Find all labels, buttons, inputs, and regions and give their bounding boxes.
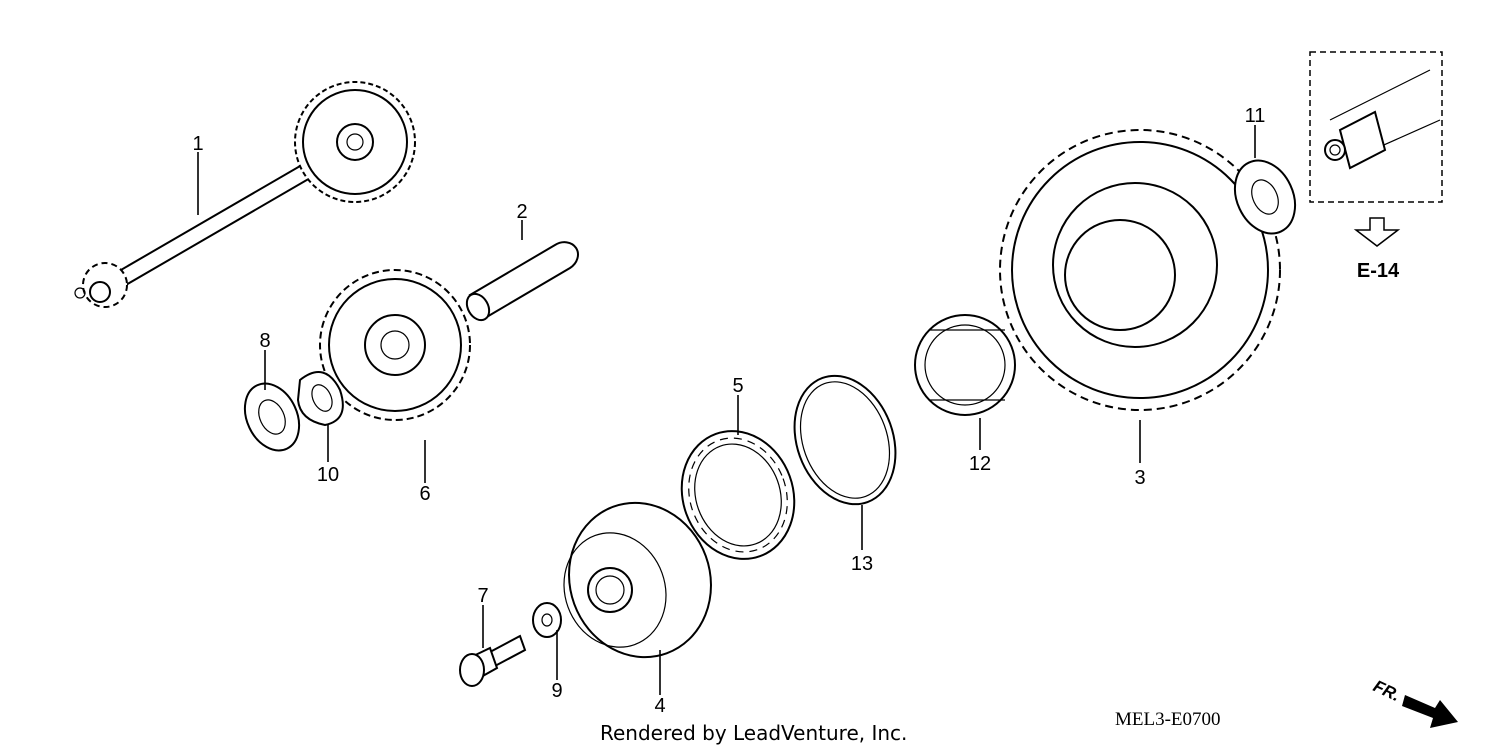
- part-6-gear[interactable]: [319, 269, 471, 421]
- callout-3: 3: [1134, 467, 1145, 489]
- callout-13: 13: [851, 553, 873, 575]
- callout-7: 7: [477, 585, 488, 607]
- direction-label: FR.: [1370, 676, 1403, 705]
- part-7-bolt[interactable]: [459, 634, 527, 687]
- part-5-one-way-clutch[interactable]: [664, 415, 812, 575]
- callout-8: 8: [259, 330, 270, 352]
- arrow-right-down-icon: [1402, 695, 1458, 728]
- callout-11: 11: [1245, 105, 1266, 127]
- callout-5: 5: [732, 375, 743, 397]
- render-credit: Rendered by LeadVenture, Inc.: [600, 721, 907, 745]
- part-2-collar[interactable]: [462, 241, 579, 324]
- part-10-lock-washer[interactable]: [296, 371, 344, 427]
- front-direction-indicator: FR.: [1370, 676, 1458, 728]
- callout-2: 2: [516, 201, 527, 223]
- part-4-clutch-outer[interactable]: [548, 483, 733, 677]
- part-11-washer[interactable]: [1224, 151, 1307, 244]
- callout-10: 10: [317, 464, 339, 486]
- reference-code[interactable]: E-14: [1357, 260, 1400, 282]
- reference-inset[interactable]: [1309, 51, 1443, 203]
- part-13-snap-ring[interactable]: [777, 362, 912, 519]
- part-12-needle-bearing[interactable]: [914, 314, 1016, 416]
- part-3-large-gear[interactable]: [999, 129, 1281, 411]
- callout-1: 1: [192, 133, 203, 155]
- callout-4: 4: [654, 695, 665, 717]
- part-9-washer[interactable]: [532, 602, 562, 638]
- callout-9: 9: [551, 680, 562, 702]
- reference-arrow-icon: [1353, 217, 1401, 247]
- callout-6: 6: [419, 483, 430, 505]
- part-8-washer[interactable]: [235, 375, 310, 460]
- part-1-shaft[interactable]: [74, 81, 416, 308]
- leader-lines: [197, 125, 1256, 695]
- diagram-code: MEL3-E0700: [1115, 709, 1221, 730]
- callout-12: 12: [969, 453, 991, 475]
